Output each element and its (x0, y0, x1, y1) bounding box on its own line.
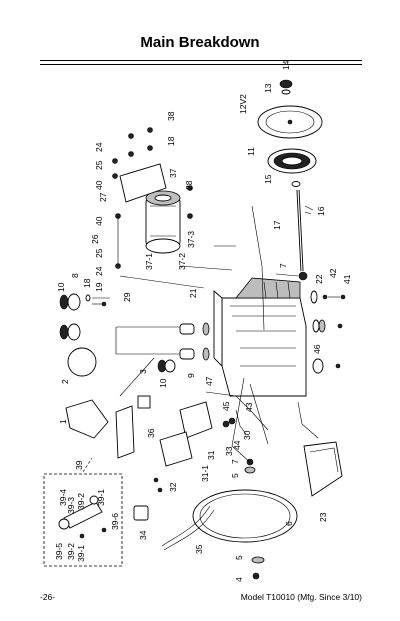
callout-39-6: 39-6 (110, 513, 120, 530)
callout-28: 28 (184, 180, 194, 190)
title-rule-thin (40, 64, 362, 65)
callout-24b: 24 (94, 266, 104, 276)
callout-39-3: 39-3 (66, 497, 76, 514)
callout-labels: 14 13 12V2 38 18 24 25 40 27 37 28 11 15… (54, 60, 352, 582)
callout-5: 5 (230, 473, 240, 478)
callout-39-2b: 39-2 (66, 543, 76, 560)
callout-34: 34 (138, 530, 148, 540)
parts-illustration (43, 79, 346, 580)
callout-24: 24 (94, 142, 104, 152)
callout-7: 7 (278, 263, 288, 268)
callout-22: 22 (314, 274, 324, 284)
callout-16: 16 (316, 206, 326, 216)
callout-29: 29 (122, 292, 132, 302)
callout-40: 40 (94, 180, 104, 190)
cabinet-base (221, 297, 307, 397)
callout-37-2: 37-2 (177, 253, 187, 270)
callout-39: 39 (74, 460, 84, 470)
callout-9: 9 (186, 373, 196, 378)
callout-45: 45 (221, 401, 231, 411)
callout-43: 43 (244, 402, 254, 412)
callout-39-4: 39-4 (58, 489, 68, 506)
plate-1 (65, 399, 109, 439)
callout-36: 36 (146, 428, 156, 438)
callout-6: 6 (284, 521, 294, 526)
callout-18b: 18 (82, 278, 92, 288)
callout-11: 11 (246, 147, 256, 156)
callout-39-1: 39-1 (96, 489, 106, 506)
callout-7b: 7 (230, 459, 240, 464)
callout-15: 15 (263, 174, 273, 184)
callout-46: 46 (312, 344, 322, 354)
callout-12v2: 12V2 (238, 94, 248, 114)
callout-35: 35 (194, 544, 204, 554)
callout-2: 2 (60, 379, 70, 384)
callout-41: 41 (342, 274, 352, 284)
callout-3: 3 (138, 369, 148, 374)
callout-1: 1 (58, 419, 68, 424)
callout-39-2: 39-2 (76, 493, 86, 510)
callout-39-5: 39-5 (54, 543, 64, 560)
callout-25b: 25 (94, 248, 104, 258)
model-footer: Model T10010 (Mfg. Since 3/10) (240, 592, 362, 602)
callout-47: 47 (204, 376, 214, 386)
callout-27: 27 (98, 192, 108, 202)
callout-40b: 40 (94, 216, 104, 226)
callout-17: 17 (272, 220, 282, 230)
callout-30: 30 (242, 430, 252, 440)
callout-21: 21 (188, 288, 198, 298)
callout-13: 13 (263, 83, 273, 93)
callout-37-3: 37-3 (186, 231, 196, 248)
callout-38: 38 (166, 111, 176, 121)
callout-19: 19 (94, 282, 104, 292)
page-number: -26- (40, 592, 56, 602)
tray-23 (303, 441, 343, 497)
page-title: Main Breakdown (140, 34, 260, 51)
callout-18: 18 (166, 136, 176, 146)
callout-25: 25 (94, 160, 104, 170)
callout-31-1: 31-1 (200, 465, 210, 482)
exploded-parts-diagram: 14 13 12V2 38 18 24 25 40 27 37 28 11 15… (43, 60, 352, 582)
title-rule (40, 60, 362, 61)
callout-37-1: 37-1 (144, 253, 154, 270)
callout-23: 23 (318, 512, 328, 522)
motor-bracket (119, 163, 167, 203)
callout-37: 37 (168, 168, 178, 178)
callout-4: 4 (234, 577, 244, 582)
callout-32: 32 (168, 482, 178, 492)
callout-10: 10 (56, 282, 66, 292)
disc-2 (67, 347, 97, 377)
knob-14 (279, 79, 293, 89)
callout-10b: 10 (158, 378, 168, 388)
callout-26: 26 (90, 234, 100, 244)
callout-33: 33 (224, 446, 234, 456)
callout-14: 14 (281, 60, 291, 70)
callout-44: 44 (232, 440, 242, 450)
grinding-wheel-6 (192, 489, 298, 543)
callout-42: 42 (328, 268, 338, 278)
callout-31: 31 (206, 450, 216, 460)
callout-8: 8 (70, 273, 80, 278)
callout-39-1b: 39-1 (76, 545, 86, 562)
switch-box-31 (179, 401, 213, 439)
callout-5b: 5 (234, 555, 244, 560)
